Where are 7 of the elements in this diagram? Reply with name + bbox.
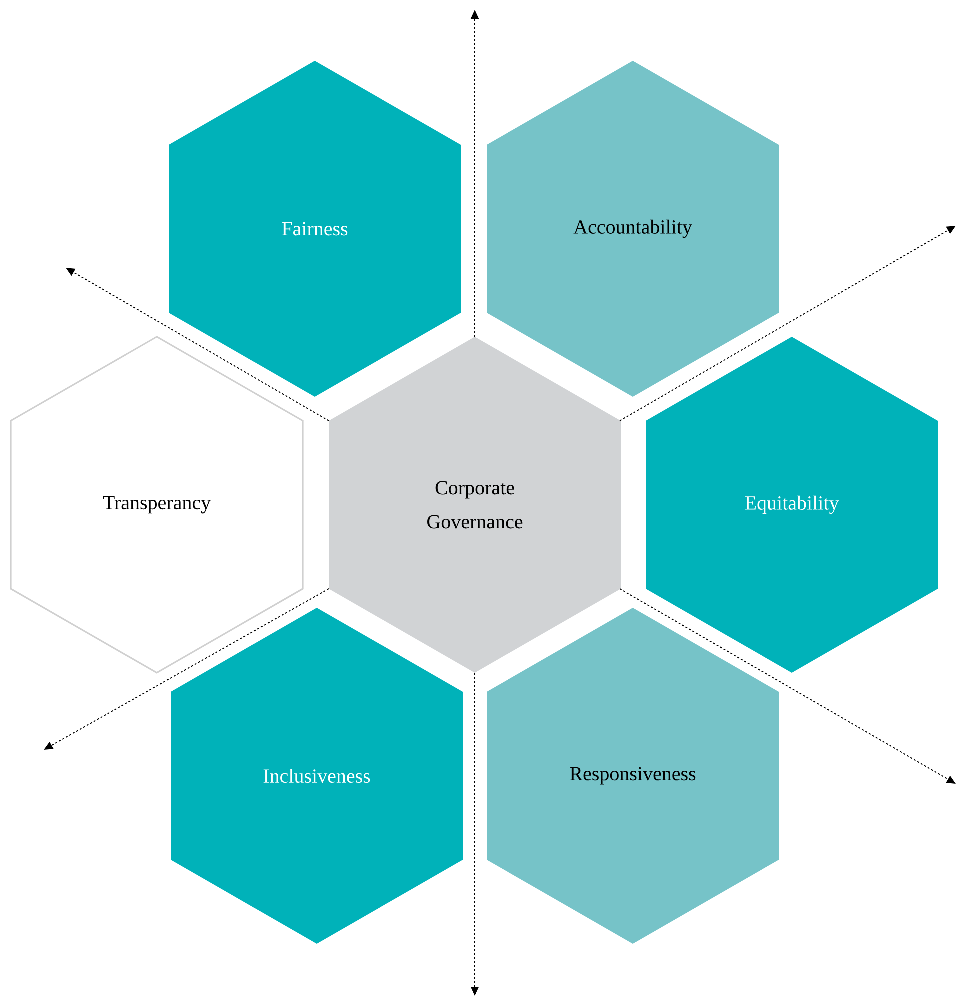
hexagon: Responsiveness	[487, 608, 779, 944]
hexagon: Accountability	[487, 61, 779, 397]
hexagon: Fairness	[169, 61, 461, 397]
hexagon: Inclusiveness	[171, 608, 463, 944]
hexagon: Equitability	[646, 337, 938, 673]
hexagon: Corporate Governance	[329, 337, 621, 673]
hexagon: Transperancy	[10, 336, 304, 674]
